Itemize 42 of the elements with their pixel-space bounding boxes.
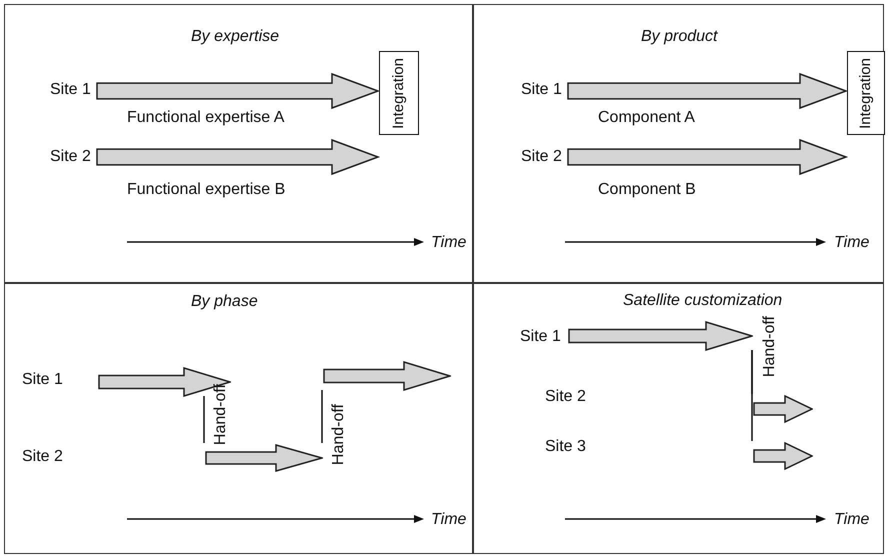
axis-label: Time [834,510,870,530]
panel [473,4,884,283]
panel [4,4,473,283]
edge-label: Hand-off [211,384,230,446]
connector-line [321,390,323,443]
row-label: Site 2 [50,147,91,167]
block-arrow [753,395,813,423]
block-arrow [323,361,451,391]
edge-label: Hand-off [329,404,348,466]
edge-label: Functional expertise B [127,180,286,200]
axis-label: Time [431,510,466,530]
row-label: Site 1 [521,80,562,100]
block-arrow [753,442,813,470]
edge-label: Functional expertise A [127,108,284,128]
block-arrow [96,138,380,176]
process-box: Integration [847,51,885,135]
edge-label: Hand-off [760,316,779,378]
row-label: Site 2 [521,147,562,167]
block-arrow [96,72,380,110]
block-arrow [568,321,753,351]
process-box: Integration [379,51,419,135]
axis-label: Time [834,233,870,253]
edge-label: Component B [598,180,696,200]
block-arrow [567,72,848,110]
panel [473,283,884,554]
panel-title: By expertise [191,27,280,47]
panel-title: Satellite customization [623,291,782,311]
panel-title: By product [641,27,718,47]
row-label: Site 2 [545,387,586,407]
row-label: Site 1 [22,370,63,390]
panel [4,283,473,554]
connector-line [751,350,753,441]
block-arrow [567,138,848,176]
panel-title: By phase [191,292,258,312]
row-label: Site 1 [520,327,561,347]
row-label: Site 1 [50,80,91,100]
axis-label: Time [431,233,466,253]
row-label: Site 2 [22,447,63,467]
connector-line [203,396,205,443]
edge-label: Component A [598,108,695,128]
block-arrow [205,444,323,472]
row-label: Site 3 [545,437,586,457]
